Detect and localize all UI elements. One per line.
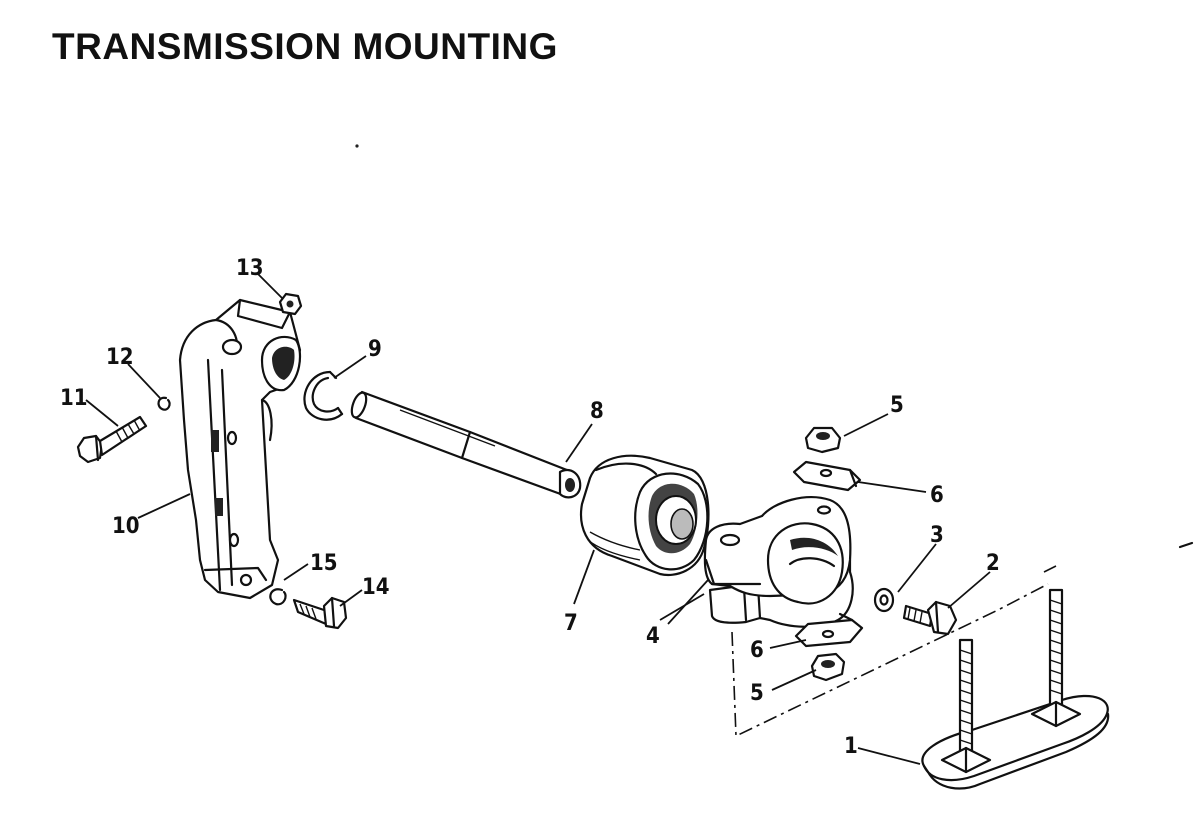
callout-6-lower: 6 bbox=[750, 638, 764, 663]
callout-5-upper: 5 bbox=[890, 393, 904, 418]
part-2-bolt bbox=[902, 600, 958, 636]
stray-mark bbox=[355, 144, 359, 148]
callout-11: 11 bbox=[60, 386, 88, 411]
part-8-shaft bbox=[350, 390, 582, 499]
part-3-washer bbox=[873, 587, 895, 613]
part-9-snap-ring bbox=[303, 370, 344, 421]
callout-8: 8 bbox=[590, 399, 604, 424]
callout-4: 4 bbox=[646, 624, 660, 649]
part-12-lock-washer bbox=[157, 396, 171, 411]
callout-10: 10 bbox=[112, 514, 140, 539]
callout-7: 7 bbox=[564, 611, 578, 636]
callout-14: 14 bbox=[362, 575, 390, 600]
part-10-bracket bbox=[178, 298, 302, 600]
part-7-bushing bbox=[580, 454, 710, 577]
part-1-base-plate bbox=[921, 588, 1110, 790]
diagram-title: TRANSMISSION MOUNTING bbox=[52, 26, 558, 67]
stray-mark bbox=[1178, 541, 1194, 549]
part-15-lock-washer bbox=[269, 588, 287, 606]
callout-1: 1 bbox=[844, 734, 858, 759]
part-5-upper-nut bbox=[804, 426, 842, 454]
part-13-nut bbox=[278, 292, 303, 316]
callout-2: 2 bbox=[986, 551, 1000, 576]
callout-13: 13 bbox=[236, 256, 264, 281]
callout-3: 3 bbox=[930, 523, 944, 548]
part-5-lower-nut bbox=[810, 652, 846, 682]
part-6-lower-bracket bbox=[794, 612, 864, 648]
callout-5-lower: 5 bbox=[750, 681, 764, 706]
assembly-center-line bbox=[1043, 565, 1057, 573]
part-11-bolt bbox=[76, 415, 148, 464]
assembly-center-line bbox=[731, 583, 1049, 738]
callout-12: 12 bbox=[106, 345, 134, 370]
callout-labels: 13 12 11 9 8 10 15 14 7 4 5 6 3 2 6 5 1 bbox=[60, 256, 1000, 759]
callout-15: 15 bbox=[310, 551, 338, 576]
callout-6-upper: 6 bbox=[930, 483, 944, 508]
part-4-clamp bbox=[703, 496, 854, 628]
part-6-upper-bracket bbox=[792, 460, 862, 492]
callout-9: 9 bbox=[368, 337, 382, 362]
part-14-bolt bbox=[292, 596, 348, 630]
leader-lines bbox=[85, 273, 991, 765]
